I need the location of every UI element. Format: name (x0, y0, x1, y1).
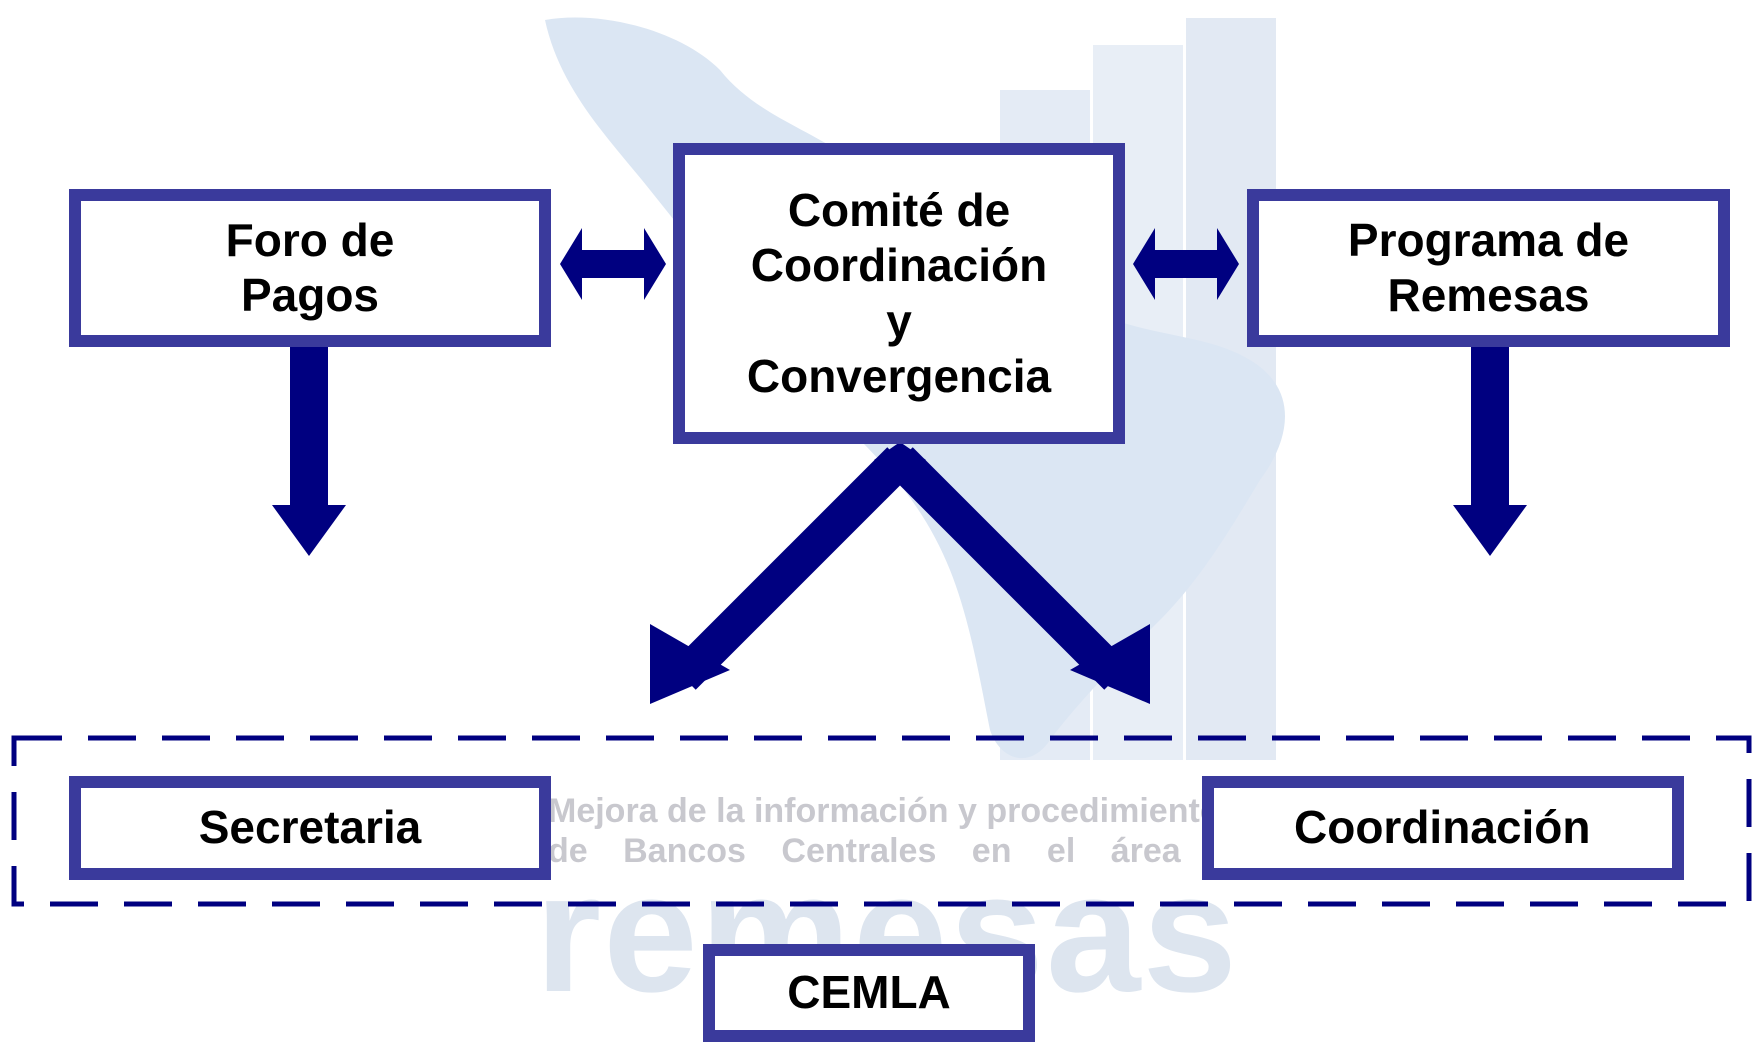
box-comite-line-4: Convergencia (746, 349, 1052, 402)
arrow-down-foro (272, 346, 346, 556)
box-programa-line-1: Programa de (1347, 213, 1630, 266)
box-coordinacion-label: Coordinación (1294, 801, 1591, 854)
box-comite-line-2: Coordinación (750, 239, 1048, 292)
box-programa-de-remesas: Programa de Remesas (1247, 189, 1730, 347)
arrow-diag-apex (874, 442, 926, 478)
box-comite-line-1: Comité de (787, 184, 1011, 237)
dashed-group-frame (11, 735, 1752, 907)
box-comite: Comité de Coordinación y Convergencia (673, 143, 1125, 444)
double-arrow-left (560, 228, 666, 300)
watermark-line-2: de Bancos Centrales en el área de (548, 832, 1256, 870)
box-secretaria-label: Secretaria (198, 801, 422, 854)
arrow-diag-right-head (1070, 624, 1150, 704)
watermark-line-1: Mejora de la información y procedimiento… (548, 792, 1240, 830)
double-arrow-right (1133, 228, 1239, 300)
box-programa-line-2: Remesas (1387, 269, 1590, 321)
arrow-diag-left-head (650, 624, 730, 704)
arrow-down-programa (1453, 346, 1527, 556)
box-cemla-label: CEMLA (787, 966, 951, 1019)
box-comite-line-3: y (886, 294, 912, 347)
box-secretaria: Secretaria (69, 776, 551, 880)
box-coordinacion: Coordinación (1202, 776, 1684, 880)
box-foro-line-1: Foro de (225, 213, 395, 266)
box-foro-de-pagos: Foro de Pagos (69, 189, 551, 347)
box-cemla: CEMLA (703, 944, 1035, 1042)
box-foro-line-2: Pagos (240, 269, 380, 321)
